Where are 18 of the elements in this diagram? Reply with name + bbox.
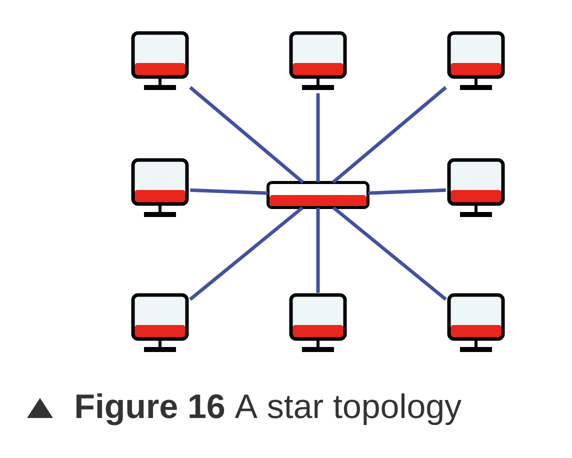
connector-line	[316, 93, 320, 182]
connector-line	[316, 208, 320, 293]
connector-line	[190, 188, 268, 195]
connector-line	[332, 86, 447, 184]
computer-icon	[131, 293, 189, 352]
computer-icon	[447, 293, 505, 352]
connector-line	[332, 206, 447, 301]
caption: Figure 16 A star topology	[76, 393, 462, 426]
computer-icon	[447, 31, 505, 90]
computer-icon	[131, 31, 189, 90]
connector-line	[189, 86, 304, 184]
connector-line	[189, 206, 304, 301]
computer-icon	[289, 31, 347, 90]
computer-icon	[131, 158, 189, 217]
connector-line	[368, 188, 446, 195]
hub-bar	[266, 181, 370, 209]
computer-icon	[447, 158, 505, 217]
computer-icon	[289, 293, 347, 352]
